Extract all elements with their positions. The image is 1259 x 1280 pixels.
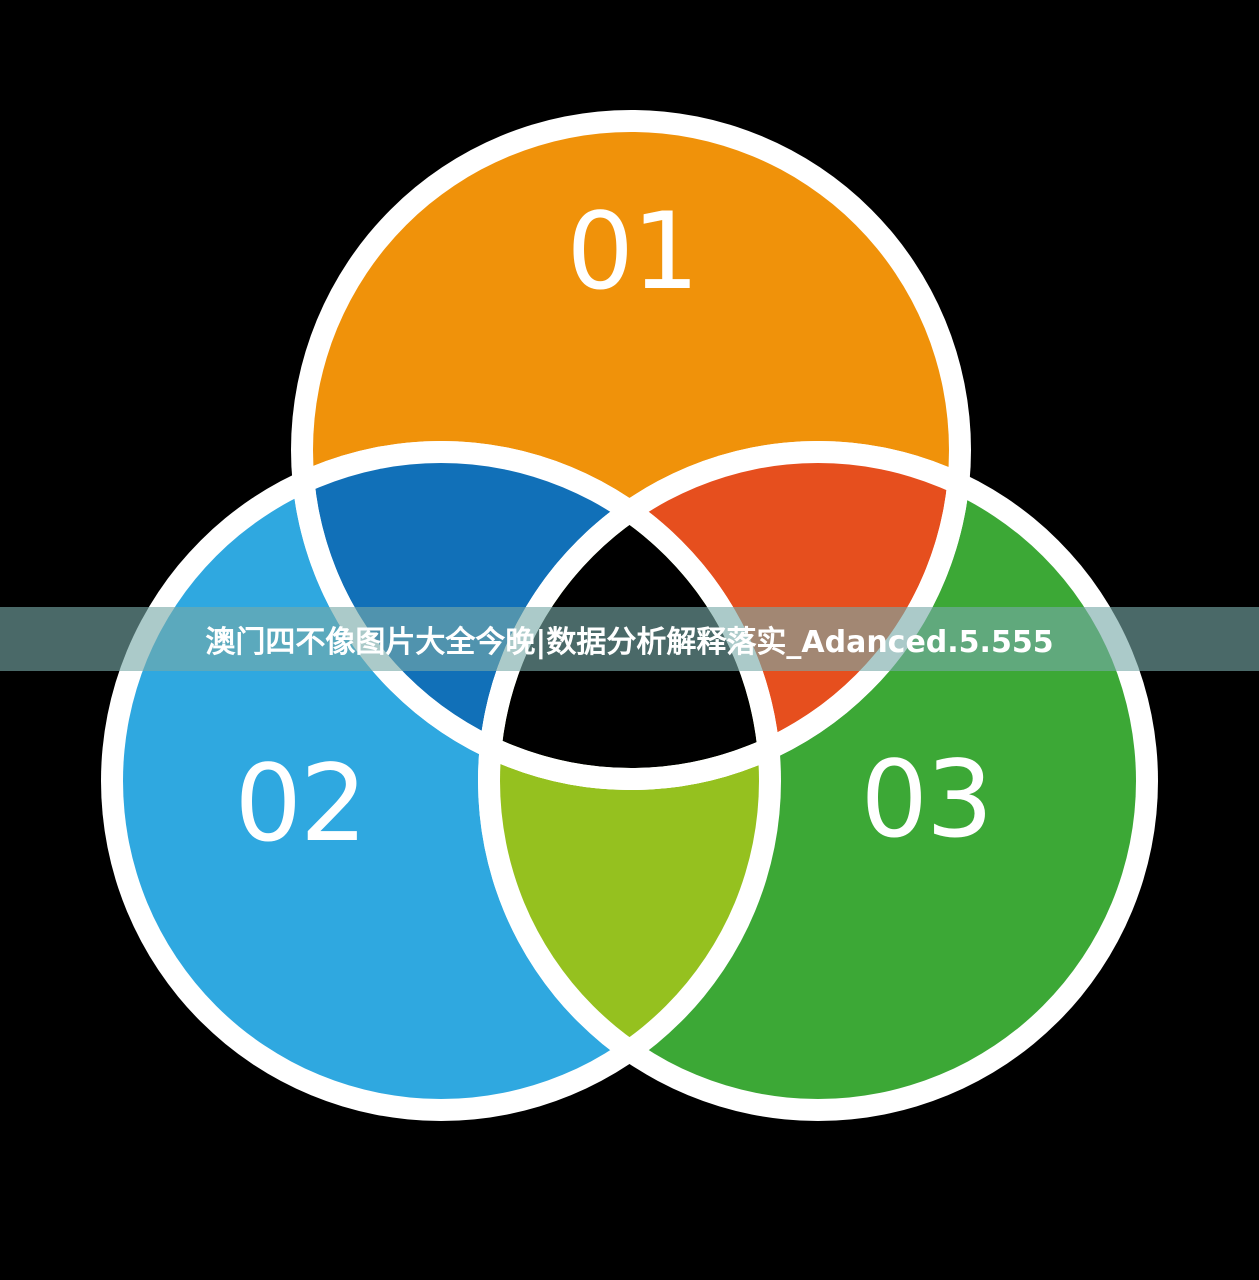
circle-02-label: 02 (235, 742, 366, 865)
circle-01-label: 01 (567, 190, 698, 313)
title-banner: 澳门四不像图片大全今晚|数据分析解释落实_Adanced.5.555 (0, 607, 1259, 671)
banner-title: 澳门四不像图片大全今晚|数据分析解释落实_Adanced.5.555 (205, 625, 1054, 660)
circle-03-label: 03 (861, 738, 992, 861)
